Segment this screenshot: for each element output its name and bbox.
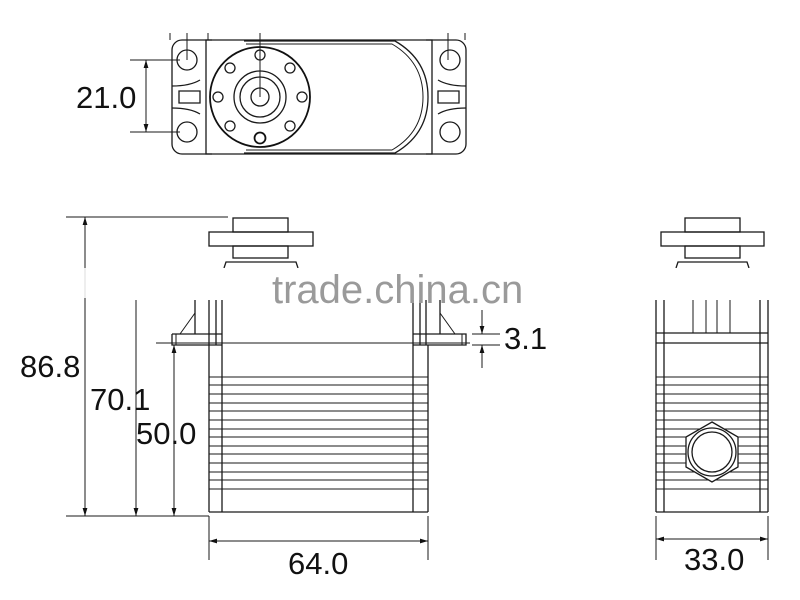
dim-flange-thickness: 3.1 [504, 321, 547, 356]
cable-grommet [685, 421, 739, 483]
side-view: 33.0 [655, 217, 769, 577]
dim-height-to-case-top: 70.1 [90, 382, 150, 417]
dim-case-length: 64.0 [288, 546, 348, 581]
case-ribs [209, 376, 428, 490]
front-view: 86.8 70.1 50.0 3.1 64.0 [20, 216, 547, 581]
top-view: 21.0 [76, 33, 467, 155]
dim-height-to-flange: 50.0 [136, 416, 196, 451]
dim-overall-height: 86.8 [20, 349, 80, 384]
dim-mount-hole-spacing: 21.0 [76, 80, 136, 115]
watermark-band: trade.china.cn [60, 268, 800, 312]
watermark-text: trade.china.cn [272, 268, 523, 312]
dim-case-width: 33.0 [684, 542, 744, 577]
